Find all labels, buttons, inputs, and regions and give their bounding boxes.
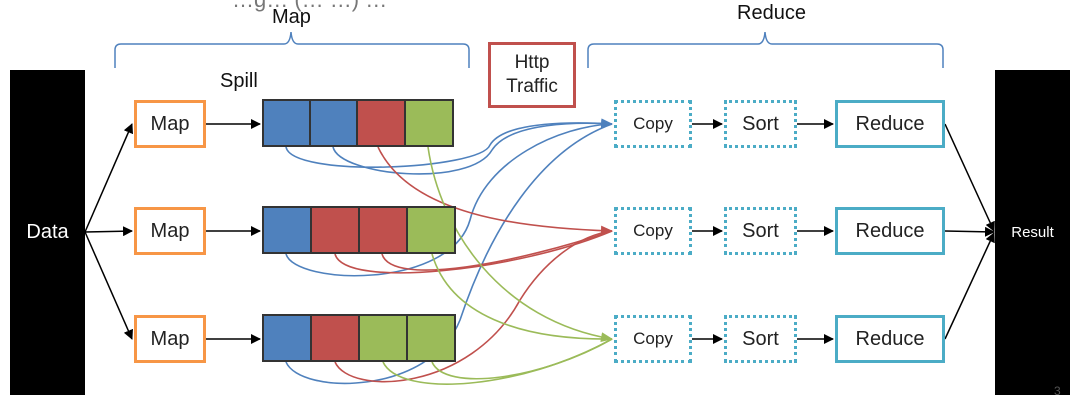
spill-segment xyxy=(310,206,360,254)
shuffle-blue xyxy=(285,123,613,385)
spill-segment xyxy=(358,314,408,362)
map-box: Map xyxy=(134,207,206,255)
spill-segment xyxy=(262,206,312,254)
reduce-to-result-arrow xyxy=(944,123,995,232)
shuffle-green xyxy=(431,253,613,340)
spill-buffer xyxy=(262,314,456,362)
map-box: Map xyxy=(134,315,206,363)
reduce-section-label: Reduce xyxy=(737,2,806,24)
reduce-box: Reduce xyxy=(835,100,945,148)
reduce-brace xyxy=(587,31,944,68)
copy-box: Copy xyxy=(614,100,692,148)
reduce-to-result-arrow xyxy=(944,232,995,340)
sort-box-label: Sort xyxy=(742,327,779,350)
sort-box: Sort xyxy=(724,100,797,148)
data-to-map-arrow xyxy=(84,231,133,340)
spill-segment xyxy=(262,99,311,147)
http-traffic-line2: Traffic xyxy=(506,76,558,97)
reduce-box-label: Reduce xyxy=(855,112,925,135)
copy-box-label: Copy xyxy=(633,221,673,240)
data-to-map-arrow xyxy=(84,123,133,233)
spill-segment xyxy=(358,206,408,254)
map-box-label: Map xyxy=(150,219,190,242)
spill-segment xyxy=(356,99,406,147)
sort-box: Sort xyxy=(724,315,797,363)
reduce-box-label: Reduce xyxy=(855,327,925,350)
http-traffic-line1: Http xyxy=(514,52,550,73)
reduce-box: Reduce xyxy=(835,207,945,255)
shuffle-blue xyxy=(285,123,613,277)
copy-box-label: Copy xyxy=(633,114,673,133)
spill-segment xyxy=(406,206,456,254)
http-traffic-box: Http Traffic xyxy=(488,42,576,108)
shuffle-red xyxy=(334,230,613,383)
sort-box-label: Sort xyxy=(742,112,779,135)
copy-box: Copy xyxy=(614,315,692,363)
shuffle-blue xyxy=(332,122,613,175)
result-label: Result xyxy=(1011,224,1054,241)
spill-buffer xyxy=(262,99,454,147)
header-fragment: …g… (… …) … xyxy=(232,0,387,13)
shuffle-red xyxy=(377,146,613,236)
spill-segment xyxy=(310,314,360,362)
reduce-box: Reduce xyxy=(835,315,945,363)
copy-box-label: Copy xyxy=(633,329,673,348)
map-box-label: Map xyxy=(150,112,190,135)
copy-box: Copy xyxy=(614,207,692,255)
shuffle-green xyxy=(427,146,613,343)
spill-label: Spill xyxy=(220,70,258,92)
map-box-label: Map xyxy=(150,327,190,350)
sort-box-label: Sort xyxy=(742,219,779,242)
reduce-box-label: Reduce xyxy=(855,219,925,242)
spill-segment xyxy=(404,99,454,147)
reduce-to-result-arrow xyxy=(944,226,995,237)
data-bar: Data xyxy=(10,70,85,395)
spill-buffer xyxy=(262,206,456,254)
shuffle-red xyxy=(381,230,613,271)
data-label: Data xyxy=(26,221,69,243)
spill-segment xyxy=(309,99,358,147)
spill-segment xyxy=(262,314,312,362)
spill-segment xyxy=(406,314,456,362)
page-number: 3 xyxy=(1054,384,1061,398)
map-box: Map xyxy=(134,100,206,148)
shuffle-green xyxy=(431,338,613,380)
data-to-map-arrow xyxy=(84,226,133,237)
map-brace xyxy=(114,31,470,68)
map-section-label: Map xyxy=(272,6,311,28)
sort-box: Sort xyxy=(724,207,797,255)
result-bar: Result xyxy=(995,70,1070,395)
